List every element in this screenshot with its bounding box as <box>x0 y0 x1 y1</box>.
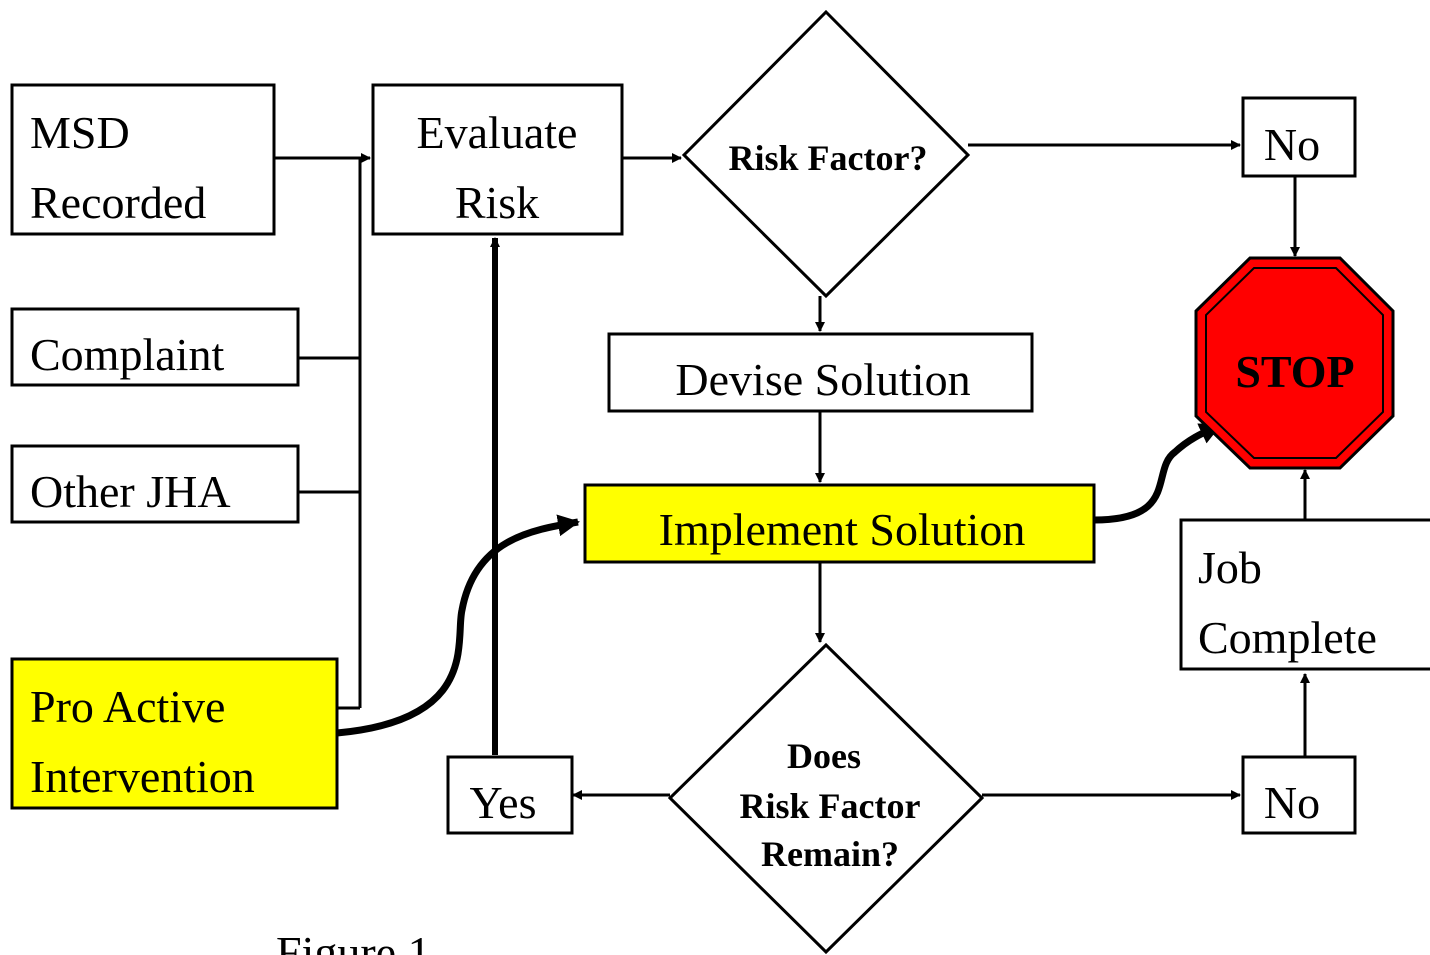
remain-line-1: Does <box>787 736 861 776</box>
figure-caption: Figure 1 <box>276 927 431 955</box>
implement-solution-box: Implement Solution <box>583 483 1096 564</box>
stop-sign: STOP <box>1194 256 1395 470</box>
job-complete-line-2: Complete <box>1198 612 1377 663</box>
stop-label: STOP <box>1235 346 1354 397</box>
risk-factor-label: Risk Factor? <box>729 138 928 178</box>
complaint-box: Complaint <box>10 307 300 387</box>
yes-box: Yes <box>446 755 574 835</box>
pro-active-line-1: Pro Active <box>30 681 225 732</box>
complaint-label: Complaint <box>30 329 224 380</box>
risk-factor-decision: Risk Factor? <box>681 9 971 299</box>
evaluate-line-2: Risk <box>455 177 539 228</box>
other-jha-box: Other JHA <box>10 444 300 524</box>
other-jha-label: Other JHA <box>30 466 231 517</box>
job-complete-line-1: Job <box>1198 542 1262 593</box>
msd-line-2: Recorded <box>30 177 206 228</box>
no-top-label: No <box>1264 119 1320 170</box>
no-bottom-box: No <box>1241 755 1357 835</box>
pro-active-to-implement-arrow <box>336 514 580 737</box>
msd-line-1: MSD <box>30 107 130 158</box>
devise-label: Devise Solution <box>675 354 970 405</box>
evaluate-line-1: Evaluate <box>417 107 578 158</box>
job-complete-box: Job Complete <box>1179 518 1430 671</box>
implement-label: Implement Solution <box>659 504 1026 555</box>
pro-active-box: Pro Active Intervention <box>10 657 339 810</box>
remain-line-2: Risk Factor <box>740 786 921 826</box>
devise-solution-box: Devise Solution <box>607 332 1034 413</box>
connectors <box>274 140 1310 800</box>
risk-remain-decision: Does Risk Factor Remain? <box>667 642 985 955</box>
yes-label: Yes <box>470 777 537 828</box>
no-top-box: No <box>1241 96 1357 178</box>
msd-recorded-box: MSD Recorded <box>10 83 276 236</box>
no-bottom-label: No <box>1264 777 1320 828</box>
evaluate-risk-box: Evaluate Risk <box>371 83 624 236</box>
pro-active-line-2: Intervention <box>30 751 255 802</box>
implement-to-stop-arrow <box>1093 421 1222 524</box>
remain-line-3: Remain? <box>761 834 899 874</box>
